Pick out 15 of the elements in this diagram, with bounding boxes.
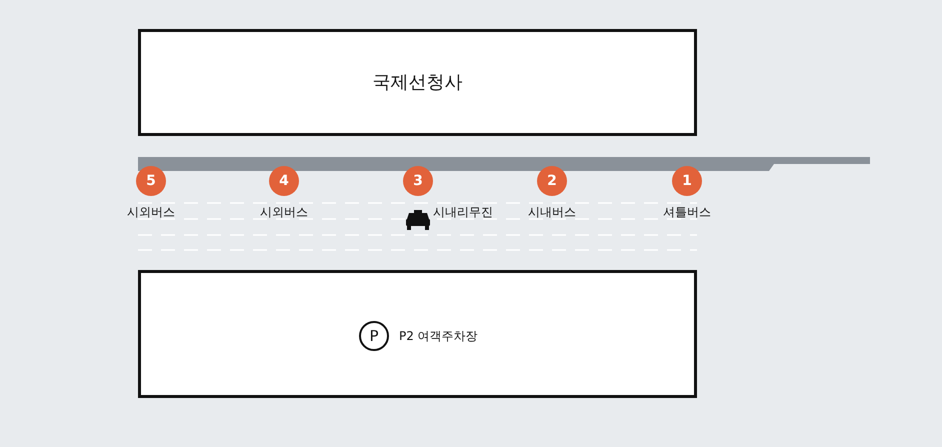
stop-number: 5 [136, 166, 166, 196]
stop-label: 시외버스 [260, 204, 308, 221]
parking-lot [138, 270, 697, 398]
stop-label: 시내버스 [528, 204, 576, 221]
stop-number: 2 [537, 166, 567, 196]
parking-label: P2 여객주차장 [399, 328, 478, 345]
parking-sign: P [359, 321, 389, 351]
stop-label: 시외버스 [127, 204, 175, 221]
terminal-building [138, 29, 697, 136]
stop-number: 3 [403, 166, 433, 196]
building-label: 국제선청사 [372, 71, 464, 94]
stop-label: 시내리무진 [433, 204, 493, 221]
stop-number: 1 [672, 166, 702, 196]
stop-number: 4 [269, 166, 299, 196]
stop-label: 셔틀버스 [663, 204, 711, 221]
